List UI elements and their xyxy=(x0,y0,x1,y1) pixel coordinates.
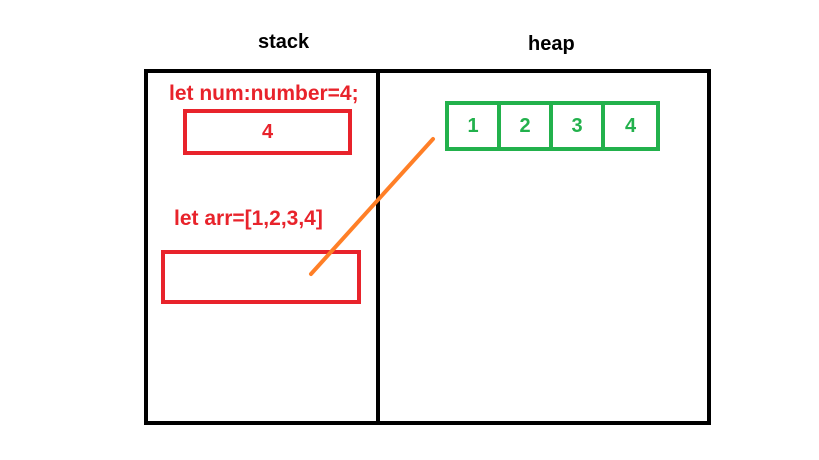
stack-header: stack xyxy=(258,31,310,53)
num-value: 4 xyxy=(261,120,274,143)
heap-cell: 4 xyxy=(624,114,637,137)
memory-frame xyxy=(144,69,711,425)
stack-heap-divider xyxy=(376,69,380,421)
heap-header: heap xyxy=(528,33,575,55)
arr-declaration: let arr=[1,2,3,4] xyxy=(174,207,323,230)
heap-cell: 3 xyxy=(553,105,605,147)
heap-cell: 2 xyxy=(501,105,553,147)
num-stack-slot xyxy=(183,109,352,155)
arr-stack-slot xyxy=(161,250,361,304)
heap-array: 1 2 3 4 xyxy=(445,101,660,151)
reference-line xyxy=(309,137,435,276)
heap-cell: 1 xyxy=(449,105,501,147)
num-declaration: let num:number=4; xyxy=(169,82,359,105)
